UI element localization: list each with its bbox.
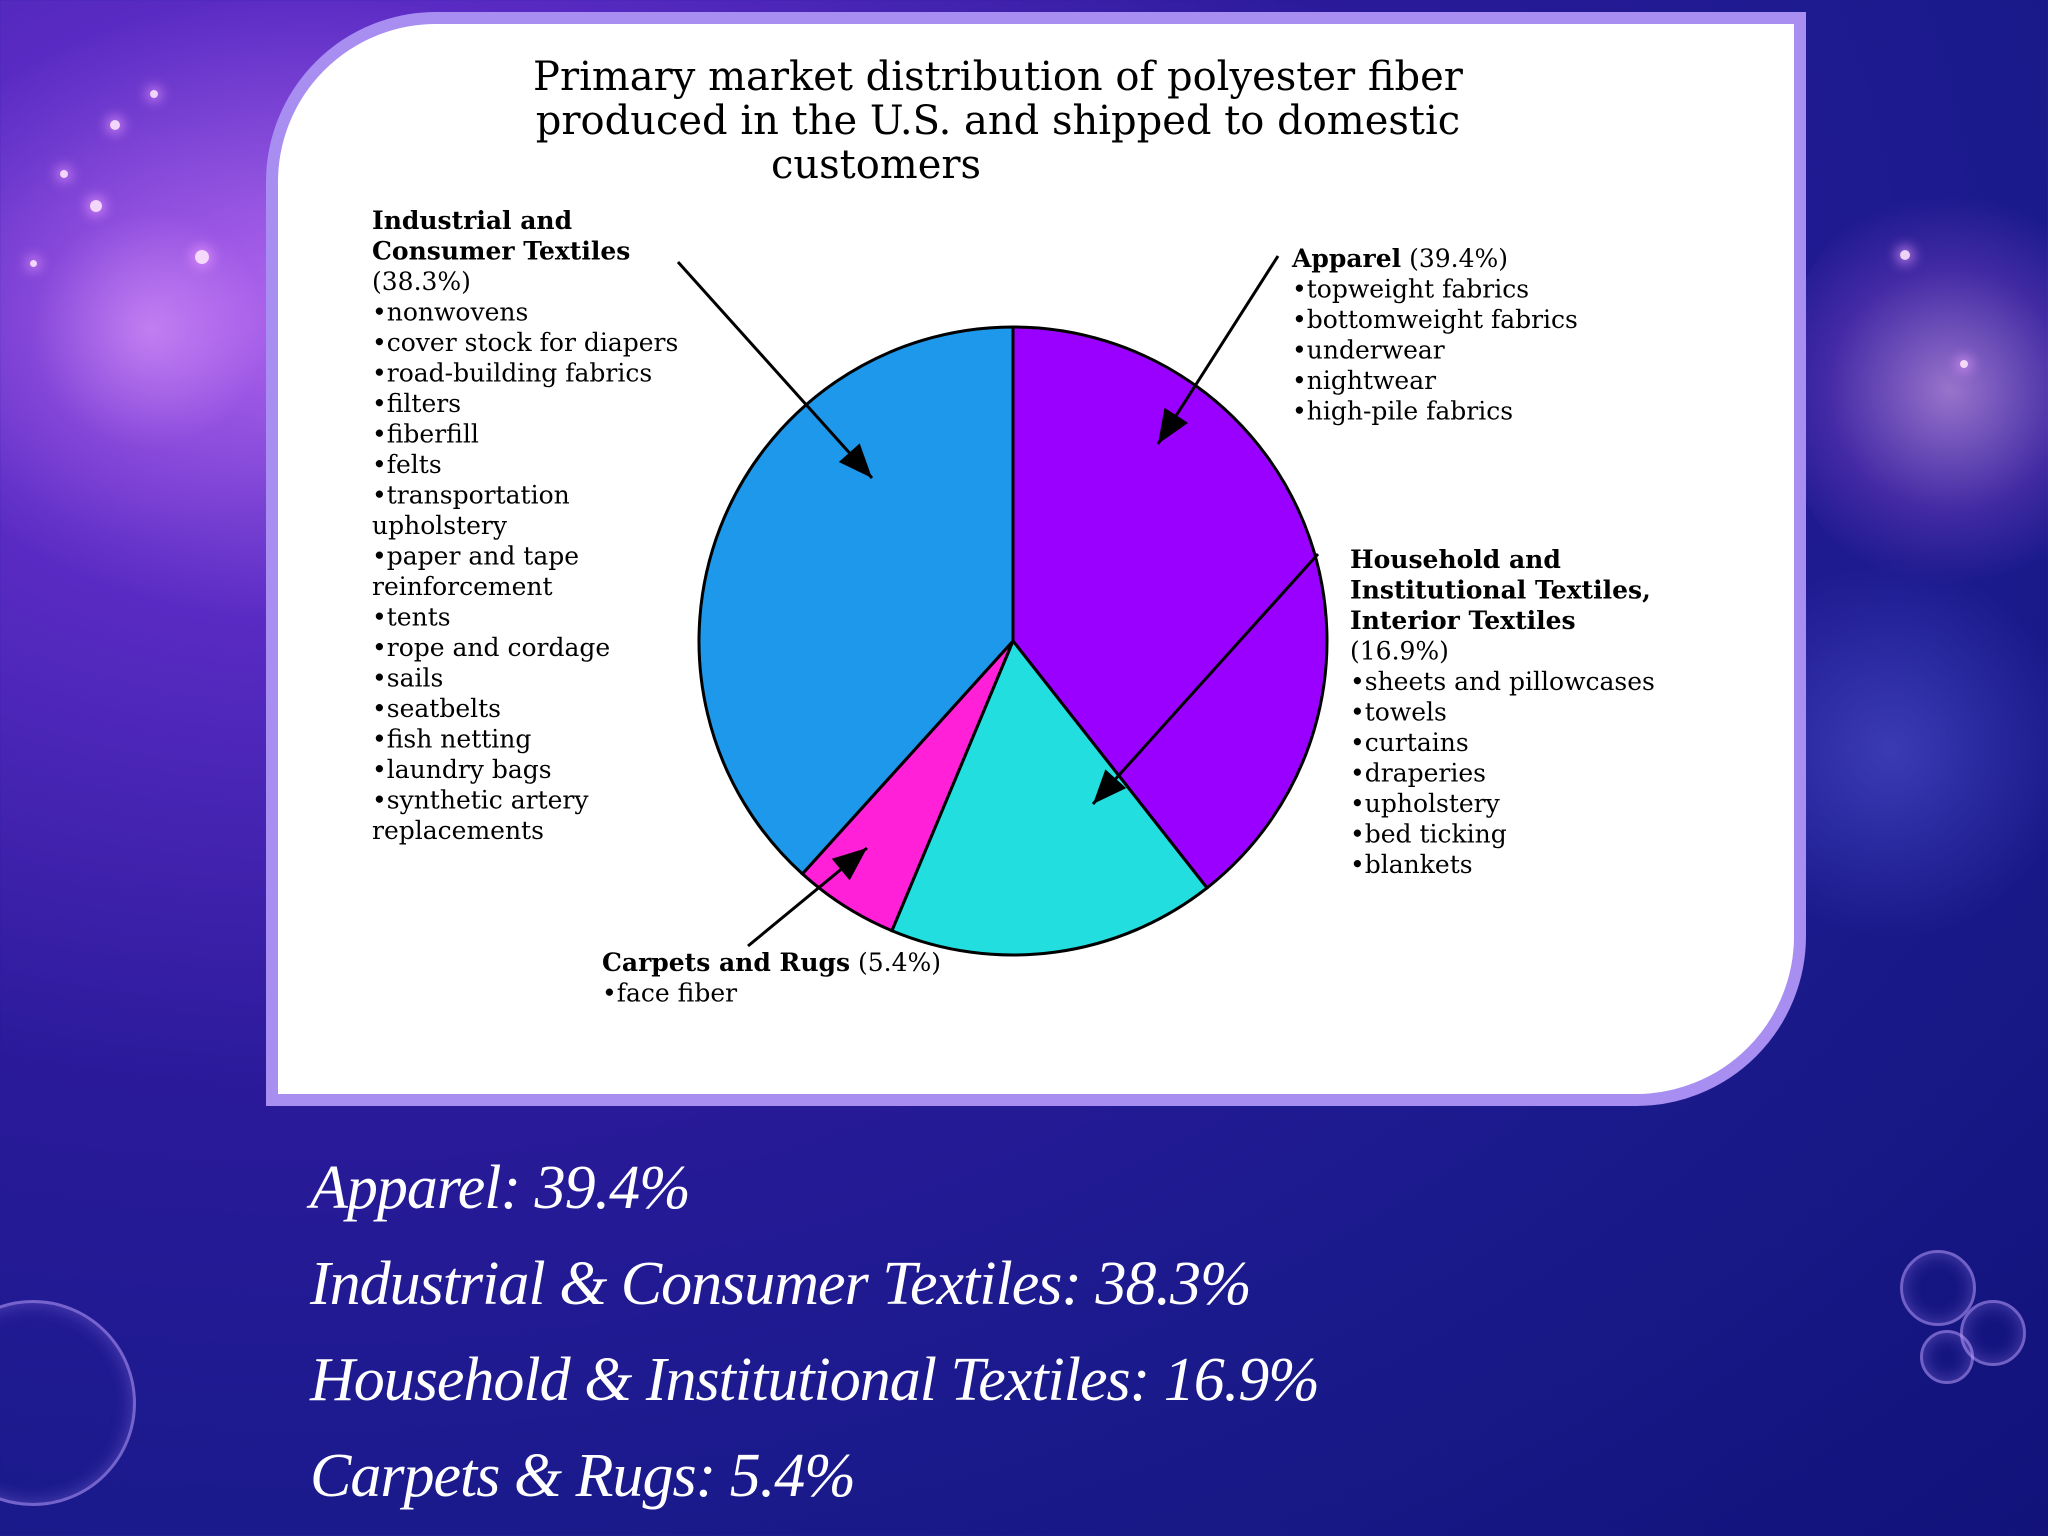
chart-title-line: Primary market distribution of polyester… [533, 54, 1464, 100]
callout-item: •road-building fabrics [372, 359, 652, 388]
sparkle-dot [30, 260, 37, 267]
callout-heading: Apparel (39.4%) [1291, 244, 1508, 273]
callout-item: •draperies [1350, 759, 1486, 788]
pie-slices [697, 325, 1329, 957]
summary-carpets: Carpets & Rugs: 5.4% [310, 1442, 856, 1510]
callout-heading-line: Industrial and [372, 206, 572, 235]
pie-slice-industrial-and-consumer-textiles [697, 325, 1015, 877]
summary-apparel: Apparel: 39.4% [310, 1154, 691, 1222]
callout-arrow-line [1091, 552, 1320, 806]
callout-item: •face fiber [602, 979, 737, 1008]
bubble-decoration [1960, 1300, 2026, 1366]
callout-item: •bottomweight fabrics [1292, 305, 1578, 334]
sparkle-dot [60, 170, 68, 178]
pie-slice-apparel [1011, 325, 1329, 891]
callout-item: reinforcement [372, 572, 553, 601]
callout-item: replacements [372, 816, 544, 845]
callout-heading: Carpets and Rugs (5.4%) [602, 948, 941, 977]
callout-item: •bed ticking [1350, 820, 1507, 849]
pie-slice-household-and-institutional-textiles-interior-textiles [889, 638, 1210, 957]
sparkle-dot [150, 90, 158, 98]
callout-item: •fish netting [372, 725, 531, 754]
callout-item: •seatbelts [372, 694, 501, 723]
callout-item: •underwear [1292, 336, 1445, 365]
sparkle-dot [90, 200, 102, 212]
callout-arrowhead [838, 443, 872, 478]
callout-arrowhead [1093, 769, 1127, 804]
callout-heading-line: Institutional Textiles, [1350, 576, 1651, 605]
callout-item: •sheets and pillowcases [1350, 667, 1655, 696]
sparkle-dot [195, 250, 209, 264]
callout-item: •high-pile fabrics [1292, 397, 1513, 426]
callout-item: upholstery [372, 511, 508, 540]
chart-title-line: produced in the U.S. and shipped to dome… [536, 98, 1460, 144]
callout-item: •rope and cordage [372, 633, 610, 662]
callout-item: •laundry bags [372, 755, 552, 784]
callout-item: •nonwovens [372, 298, 528, 327]
chart-card: Primary market distribution of polyester… [266, 12, 1806, 1106]
callout-carpets-and-rugs: Carpets and Rugs (5.4%)•face fiber [602, 948, 941, 1008]
pie-chart: Primary market distribution of polyester… [372, 54, 1655, 1008]
background-glow-right [1780, 180, 2048, 600]
callout-item: •filters [372, 389, 461, 418]
callout-item: •sails [372, 664, 443, 693]
bubble-decoration [1900, 1250, 1976, 1326]
sparkle-dot [1960, 360, 1968, 368]
callout-labels: Apparel (39.4%)•topweight fabrics•bottom… [372, 206, 1655, 1008]
callout-item: •topweight fabrics [1292, 275, 1529, 304]
callout-item: •felts [372, 450, 442, 479]
summary-household: Household & Institutional Textiles: 16.9… [310, 1346, 1320, 1414]
callout-heading-line: Consumer Textiles [372, 237, 630, 266]
summary-list: Apparel: 39.4% Industrial & Consumer Tex… [310, 1140, 1320, 1524]
bubble-decoration [1920, 1330, 1974, 1384]
callout-arrow-line [676, 260, 874, 480]
sparkle-dot [1900, 250, 1910, 260]
chart-title-line: customers [771, 142, 981, 188]
callout-arrows [676, 255, 1320, 948]
callout-apparel: Apparel (39.4%)•topweight fabrics•bottom… [1291, 244, 1578, 426]
sparkle-dot [110, 120, 120, 130]
callout-percentage: (38.3%) [372, 267, 471, 296]
callout-heading-line: Interior Textiles [1350, 606, 1576, 635]
callout-arrowhead [1158, 407, 1189, 444]
callout-item: •fiberfill [372, 420, 479, 449]
callout-item: •nightwear [1292, 366, 1436, 395]
callout-item: •curtains [1350, 728, 1469, 757]
callout-item: •blankets [1350, 850, 1473, 879]
chart-title: Primary market distribution of polyester… [533, 54, 1464, 188]
bubble-decoration [0, 1300, 136, 1506]
callout-item: •paper and tape [372, 542, 579, 571]
summary-industrial: Industrial & Consumer Textiles: 38.3% [310, 1250, 1252, 1318]
callout-percentage: (16.9%) [1350, 637, 1449, 666]
callout-item: •tents [372, 603, 451, 632]
callout-item: •towels [1350, 698, 1447, 727]
callout-item: •synthetic artery [372, 786, 589, 815]
callout-arrowhead [831, 848, 867, 881]
callout-item: •transportation [372, 481, 570, 510]
callout-heading-line: Household and [1350, 545, 1561, 574]
callout-item: •upholstery [1350, 789, 1501, 818]
callout-item: •cover stock for diapers [372, 328, 678, 357]
callout-arrow-line [1156, 255, 1280, 445]
